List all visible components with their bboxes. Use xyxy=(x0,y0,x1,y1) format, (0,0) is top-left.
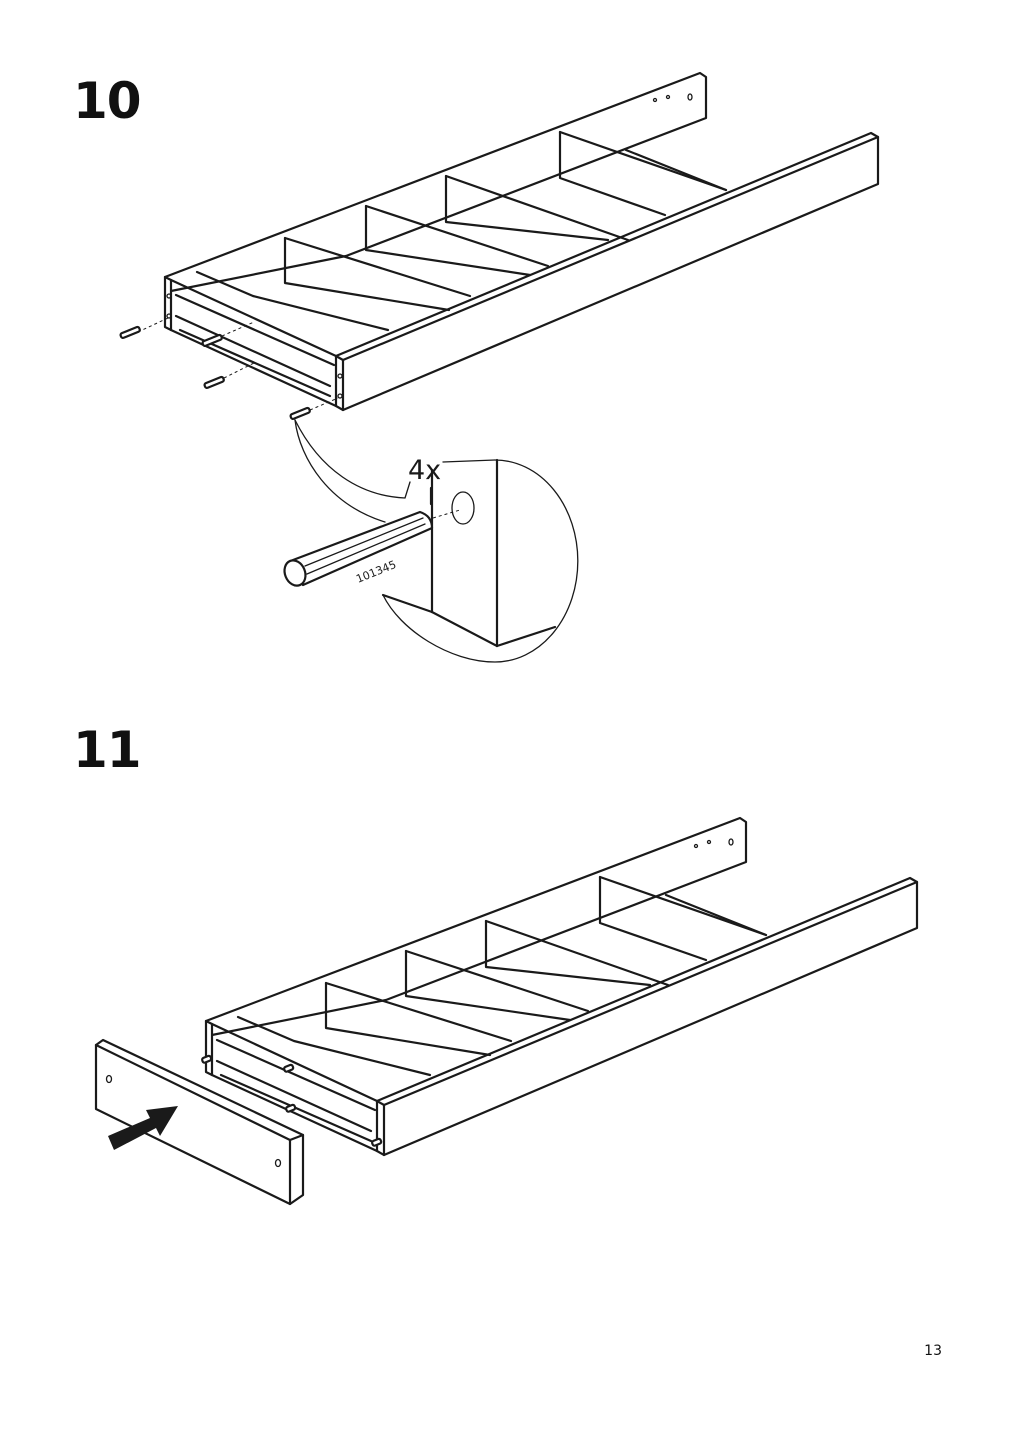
step-11-illustration xyxy=(94,816,919,1206)
quantity-label: 4x xyxy=(408,455,441,486)
ladder-frame xyxy=(201,816,919,1157)
dowel-icon xyxy=(203,375,225,390)
dowel-icon xyxy=(201,333,223,348)
dowels xyxy=(119,317,339,421)
step-10-illustration: 4x 101345 xyxy=(119,71,880,663)
step-number-10: 10 xyxy=(73,72,142,130)
dowel-icon xyxy=(119,325,141,340)
detail-callout: 4x 101345 xyxy=(283,419,579,663)
end-board xyxy=(94,1038,305,1206)
page-number: 13 xyxy=(924,1343,942,1359)
dowel-icon xyxy=(283,510,434,587)
step-number-11: 11 xyxy=(73,721,142,779)
rungs xyxy=(195,130,728,332)
part-number-label: 101345 xyxy=(354,558,398,586)
dowel-icon xyxy=(289,406,311,421)
ladder-frame xyxy=(163,71,880,412)
push-arrow-icon xyxy=(108,1106,178,1150)
rungs xyxy=(236,875,768,1077)
